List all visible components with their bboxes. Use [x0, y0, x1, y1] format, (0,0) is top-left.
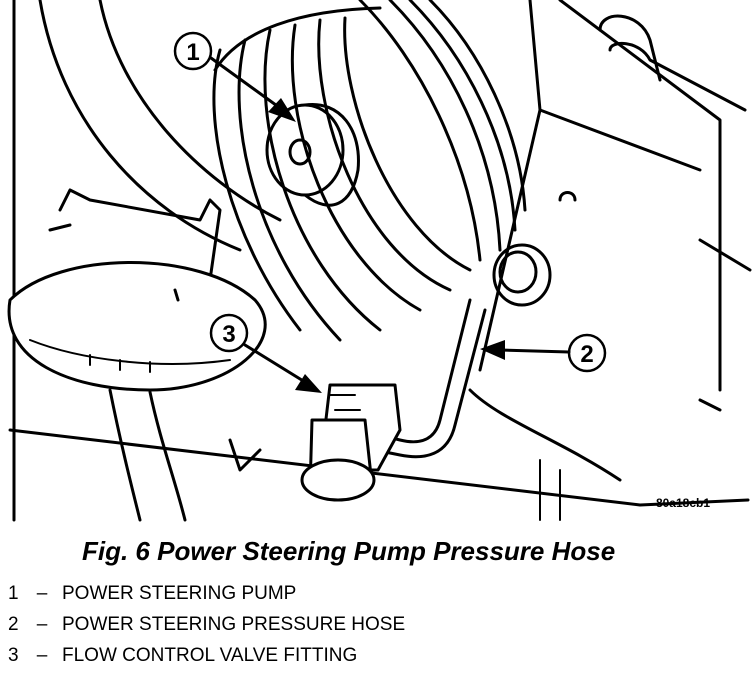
bracket-bolt — [492, 243, 552, 307]
reservoir-cap — [7, 261, 267, 392]
legend-dash: – — [36, 645, 48, 666]
pressure-hose — [358, 298, 487, 459]
pump-pulley — [38, 0, 527, 342]
legend-dash: – — [36, 583, 48, 604]
legend-label: POWER STEERING PUMP — [62, 583, 297, 604]
callout-2-marker — [480, 333, 607, 373]
mounting-bracket — [48, 0, 752, 392]
callout-1-marker — [173, 31, 296, 122]
legend-label: FLOW CONTROL VALVE FITTING — [62, 645, 358, 666]
callout-legend: 1–POWER STEERING PUMP 2–POWER STEERING P… — [8, 582, 405, 675]
legend-label: POWER STEERING PRESSURE HOSE — [62, 614, 406, 635]
lower-lines — [108, 388, 722, 522]
legend-item: 1–POWER STEERING PUMP — [8, 582, 405, 613]
callout-1-number: 1 — [186, 39, 199, 66]
callout-2-number: 2 — [580, 341, 593, 368]
legend-number: 2 — [8, 614, 19, 635]
legend-item: 3–FLOW CONTROL VALVE FITTING — [8, 644, 405, 675]
pump-shaft-nut — [265, 102, 360, 207]
figure-caption: Fig. 6 Power Steering Pump Pressure Hose — [82, 536, 616, 566]
callout-3-marker — [209, 313, 322, 393]
pump-illustration: 1 2 3 80a18cb1 — [7, 0, 752, 522]
flow-control-valve-fitting — [300, 383, 402, 502]
legend-dash: – — [36, 614, 48, 635]
frame-lines — [8, 0, 750, 522]
image-code: 80a18cb1 — [656, 496, 710, 510]
legend-number: 3 — [8, 645, 19, 666]
legend-number: 1 — [8, 583, 19, 604]
legend-item: 2–POWER STEERING PRESSURE HOSE — [8, 613, 405, 644]
callout-3-number: 3 — [222, 321, 235, 348]
